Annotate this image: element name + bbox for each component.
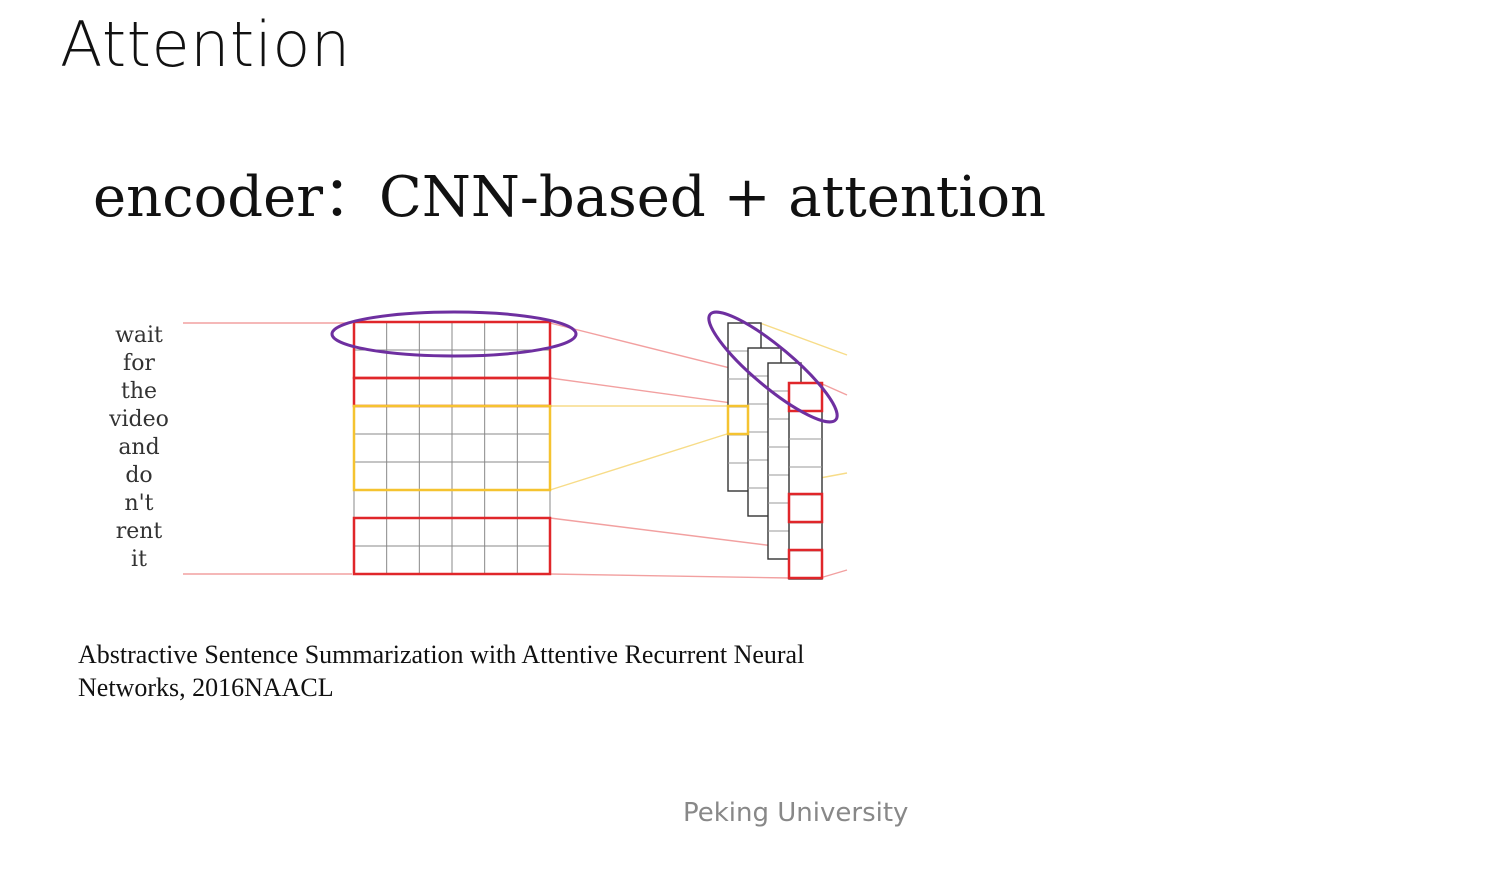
connection-line	[759, 322, 848, 356]
input-word: and	[118, 435, 159, 460]
matrix-yellow-band	[352, 404, 552, 492]
stack-red-cell	[787, 492, 824, 524]
connection-line	[819, 569, 848, 579]
input-word: rent	[116, 519, 163, 544]
stack-yellow-cell	[726, 404, 750, 436]
highlight-overlays	[330, 310, 839, 580]
citation-line-2: Networks, 2016NAACL	[78, 673, 334, 702]
connection-line	[549, 432, 731, 491]
connection-line	[819, 472, 848, 479]
connection-line	[549, 573, 791, 579]
input-word: n't	[124, 491, 153, 516]
convolution-stack	[727, 322, 823, 580]
stack-red-cell	[787, 548, 824, 580]
stack-red-cell	[787, 381, 824, 413]
citation-line-1: Abstractive Sentence Summarization with …	[78, 640, 805, 669]
input-word: do	[125, 463, 152, 488]
attention-ellipse	[707, 310, 839, 424]
footer-institution: Peking University	[683, 798, 909, 828]
input-word: for	[123, 351, 155, 376]
input-word-column: wait for the video and do n't rent it	[108, 323, 169, 572]
matrix-red-band	[352, 516, 552, 576]
slide-title: Attention	[60, 8, 351, 81]
citation: Abstractive Sentence Summarization with …	[78, 638, 878, 704]
input-word: wait	[115, 323, 163, 348]
input-word: the	[121, 379, 157, 404]
attention-ellipse	[330, 310, 578, 358]
connection-line	[549, 517, 791, 549]
slide-subtitle: encoder：CNN-based + attention	[93, 165, 1047, 230]
connection-line	[819, 382, 848, 396]
input-word: video	[108, 407, 169, 432]
input-word: it	[131, 547, 147, 572]
embedding-matrix	[353, 321, 551, 575]
